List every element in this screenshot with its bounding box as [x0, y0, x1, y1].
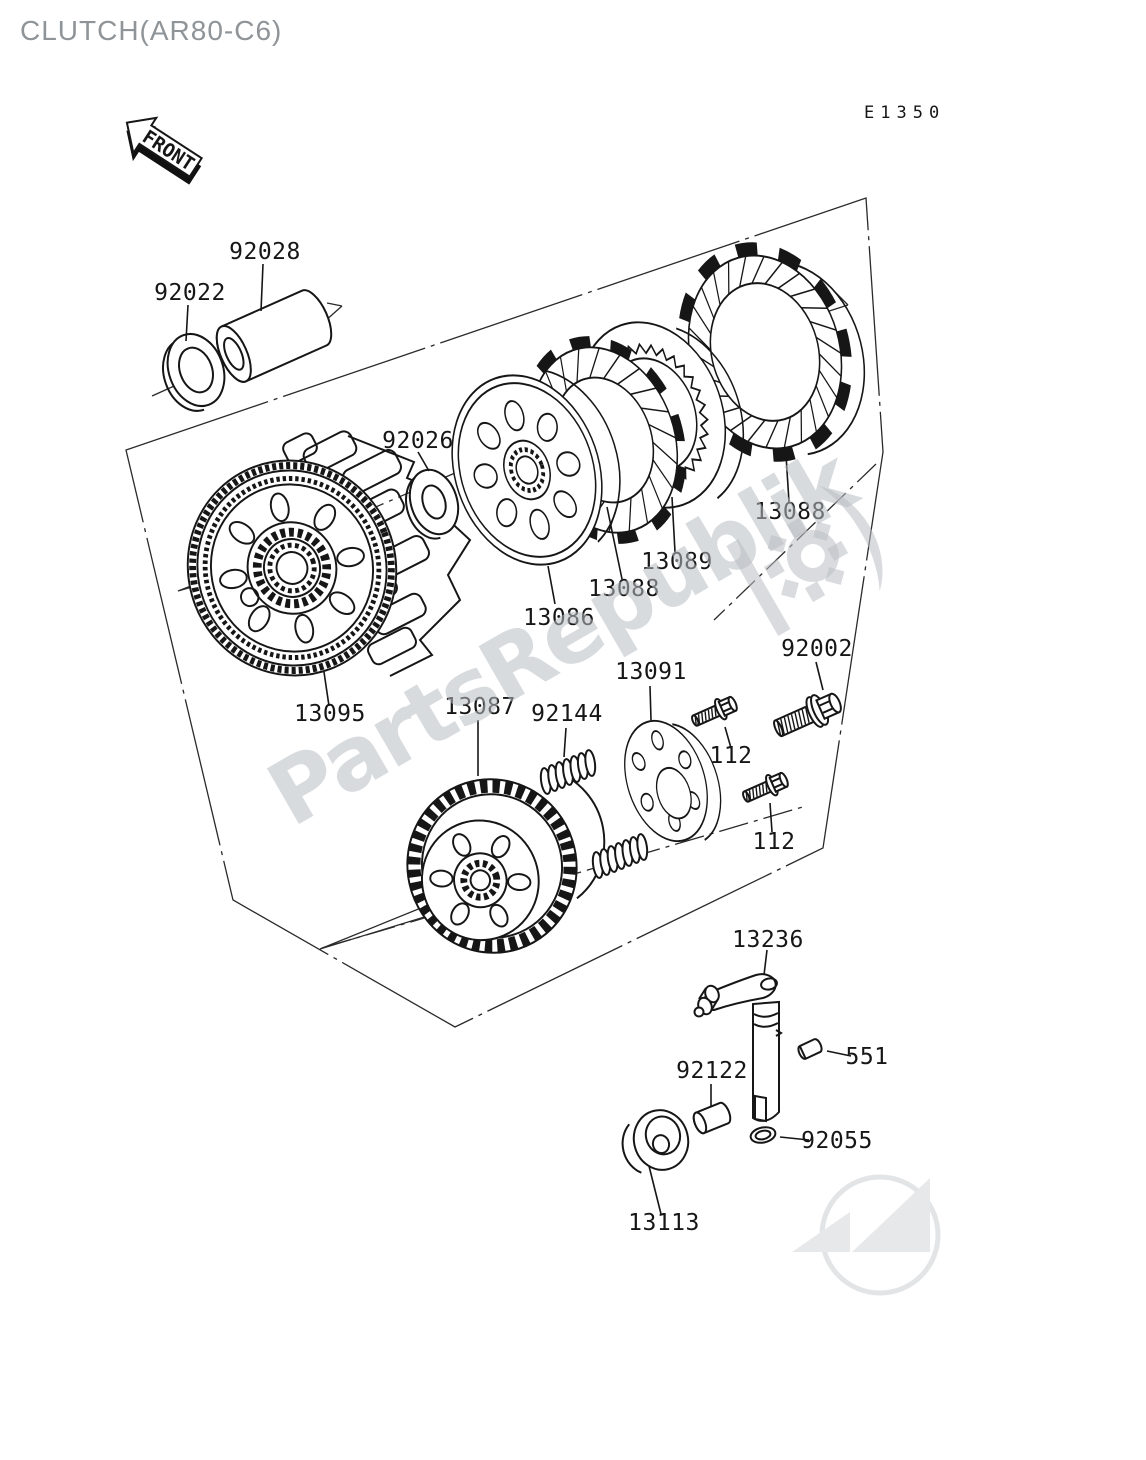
- part-92028-sleeve: [215, 289, 333, 383]
- part-label-13088-mid: 13088: [588, 576, 660, 602]
- leader-lines: [185, 263, 852, 1215]
- part-label-112-upper: 112: [709, 743, 752, 769]
- part-label-92002: 92002: [781, 636, 853, 662]
- part-label-13087: 13087: [444, 694, 516, 720]
- part-13236-release-shaft: [693, 973, 783, 1123]
- part-label-112-lower: 112: [752, 829, 795, 855]
- part-112-screw-upper: [691, 695, 738, 727]
- part-label-13236: 13236: [732, 927, 804, 953]
- part-13091-spring-plate: [624, 719, 722, 843]
- watermark-logo: [726, 485, 883, 637]
- part-label-13089: 13089: [641, 549, 713, 575]
- part-label-13113: 13113: [628, 1210, 700, 1236]
- part-label-13091: 13091: [615, 659, 687, 685]
- part-92022-washer: [162, 333, 226, 412]
- part-label-92028: 92028: [229, 239, 301, 265]
- corner-diagonal-line: [713, 463, 877, 621]
- part-13086-clutch-hub: [451, 369, 621, 566]
- part-92122-bushing: [692, 1101, 732, 1135]
- part-92144-spring: [539, 749, 597, 795]
- part-label-92026: 92026: [382, 428, 454, 454]
- part-label-92144: 92144: [531, 701, 603, 727]
- part-13088-friction-plate-outer: [677, 242, 866, 462]
- part-label-551: 551: [845, 1044, 888, 1070]
- part-112-screw-lower: [742, 771, 789, 803]
- part-551-pin: [797, 1038, 823, 1060]
- part-13087-gear: [406, 769, 606, 954]
- part-92026-washer: [405, 468, 460, 540]
- part-13113-plunger: [621, 1109, 690, 1174]
- page-code: E1350: [864, 103, 945, 123]
- part-92055-oring: [749, 1126, 777, 1144]
- drum-silhouette: [347, 435, 472, 677]
- front-arrow: FRONT: [125, 116, 204, 185]
- exploded-view-frame: [125, 197, 884, 1028]
- part-label-92055: 92055: [801, 1128, 873, 1154]
- part-label-13086: 13086: [523, 605, 595, 631]
- watermark-bar: [726, 538, 791, 637]
- faint-triangle: [852, 1178, 930, 1252]
- part-label-92122: 92122: [676, 1058, 748, 1084]
- part-label-92022: 92022: [154, 280, 226, 306]
- part-92002-bolt: [773, 692, 842, 738]
- page-title: CLUTCH(AR80-C6): [20, 15, 282, 46]
- part-label-13095: 13095: [294, 701, 366, 727]
- part-labels: 92022 92028 92026 13095 13086 13088 1308…: [154, 239, 888, 1236]
- part-92144-spring-2: [591, 833, 649, 879]
- faint-watermark-fragments: [792, 1174, 941, 1296]
- faint-triangle-small: [792, 1212, 850, 1252]
- watermark-swoosh: [818, 485, 883, 592]
- part-13095-housing: [186, 459, 398, 677]
- part-label-13088-outer: 13088: [754, 499, 826, 525]
